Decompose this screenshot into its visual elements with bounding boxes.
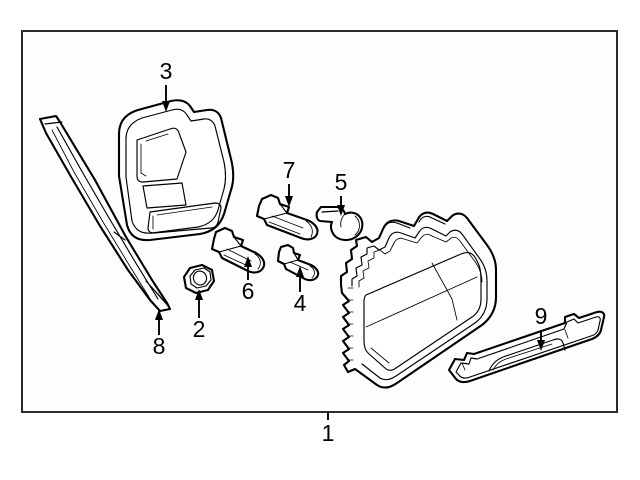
callout-5: 5 bbox=[335, 169, 348, 216]
callout-3-label: 3 bbox=[160, 58, 173, 84]
callout-1-label: 1 bbox=[322, 420, 335, 446]
part-9-trim-strip-short bbox=[447, 310, 606, 384]
part-5-wedge-base-bulb bbox=[315, 205, 364, 242]
callout-9-arrowhead bbox=[537, 340, 545, 351]
callout-9: 9 bbox=[535, 303, 548, 351]
callout-8-label: 8 bbox=[153, 333, 166, 359]
callout-3-arrowhead bbox=[162, 101, 170, 112]
callout-6: 6 bbox=[242, 256, 255, 304]
part-7-bulb-socket-upper bbox=[255, 193, 319, 241]
callout-5-arrowhead bbox=[337, 205, 345, 216]
callout-8: 8 bbox=[153, 309, 166, 359]
callout-7-label: 7 bbox=[283, 157, 296, 183]
callout-2-arrowhead bbox=[195, 289, 203, 300]
part-1-tail-lamp-assembly bbox=[339, 211, 498, 389]
part-8-trim-strip-long bbox=[38, 114, 172, 313]
part-4-small-bulb bbox=[276, 243, 320, 282]
callout-3: 3 bbox=[160, 58, 173, 112]
callout-6-arrowhead bbox=[244, 256, 252, 267]
callout-4-label: 4 bbox=[294, 290, 307, 316]
callout-1: 1 bbox=[322, 412, 335, 446]
callout-2: 2 bbox=[193, 289, 206, 342]
callout-2-label: 2 bbox=[193, 316, 206, 342]
callout-8-arrowhead bbox=[155, 309, 163, 320]
callout-7-arrowhead bbox=[285, 196, 293, 207]
callout-5-label: 5 bbox=[335, 169, 348, 195]
callout-6-label: 6 bbox=[242, 278, 255, 304]
callout-4: 4 bbox=[294, 266, 307, 316]
callout-7: 7 bbox=[283, 157, 296, 207]
part-2-hex-nut bbox=[182, 263, 216, 295]
callout-9-label: 9 bbox=[535, 303, 548, 329]
part-3-lamp-housing-bracket bbox=[117, 99, 235, 242]
callout-4-arrowhead bbox=[296, 266, 304, 277]
